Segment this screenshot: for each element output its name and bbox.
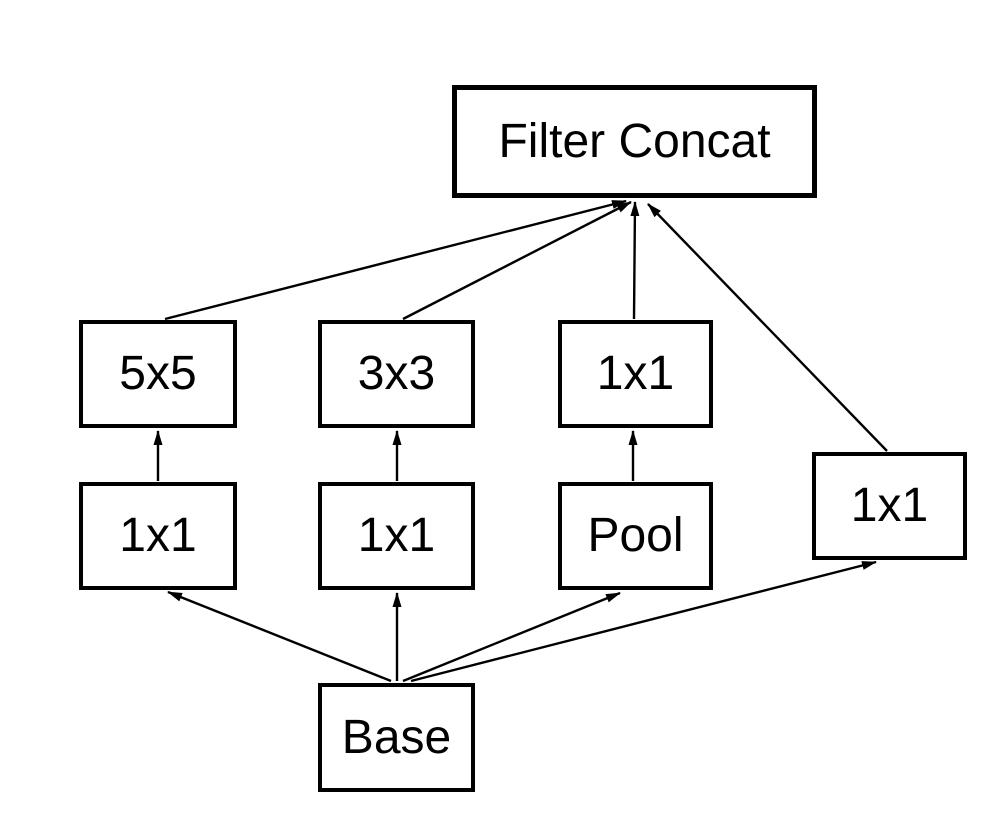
node-1x1-top: 1x1 xyxy=(558,320,713,428)
edge-1x1-right-to-concat xyxy=(647,203,888,452)
node-1x1-right: 1x1 xyxy=(812,452,967,560)
node-5x5: 5x5 xyxy=(79,320,237,428)
edge-base-to-pool xyxy=(402,591,621,683)
edge-1x1-top-to-concat xyxy=(630,201,640,320)
node-filter-concat: Filter Concat xyxy=(452,85,817,198)
edge-base-to-1x1-right xyxy=(410,560,877,683)
node-3x3: 3x3 xyxy=(318,320,475,428)
node-1x1-left: 1x1 xyxy=(79,482,237,590)
node-pool: Pool xyxy=(558,482,713,590)
node-1x1-mid: 1x1 xyxy=(318,482,475,590)
edge-3x3-to-concat xyxy=(402,200,632,321)
edge-5x5-to-concat xyxy=(164,199,627,321)
node-base: Base xyxy=(318,683,475,792)
edge-base-to-1x1-left xyxy=(167,590,392,683)
